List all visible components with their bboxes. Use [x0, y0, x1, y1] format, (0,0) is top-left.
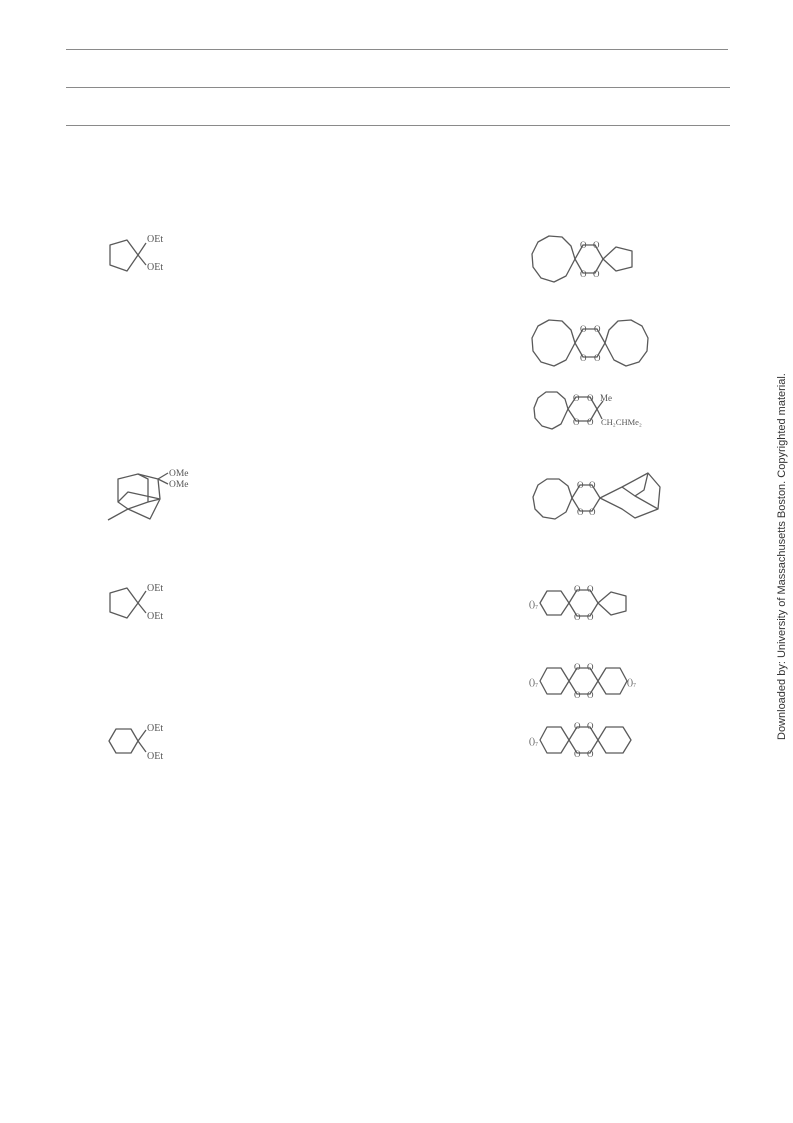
oxygen-label: O: [587, 584, 594, 594]
reactant-structure-row4: OMe OMe: [104, 463, 196, 523]
reactant-label-oet-2: OEt: [147, 262, 163, 273]
oxygen-label: O: [574, 584, 581, 594]
ring-size-label: ()₇: [529, 736, 538, 746]
reactant-structure-row5: OEt OEt: [100, 578, 170, 628]
methoxy-label: OMe: [169, 480, 189, 490]
oxygen-label: O: [580, 324, 587, 334]
reactant-label-oet-2: OEt: [147, 751, 163, 762]
isobutyl-label: CH₂CHMe₂: [601, 417, 642, 427]
oxygen-label: O: [577, 507, 584, 517]
oxygen-label: O: [587, 612, 594, 622]
oxygen-label: O: [587, 662, 594, 672]
product-structure-row4: O O O O: [528, 463, 670, 523]
product-structure-row1: O O O O: [528, 228, 640, 284]
oxygen-label: O: [589, 507, 596, 517]
methoxy-label: OMe: [169, 469, 189, 479]
oxygen-label: O: [589, 480, 596, 490]
oxygen-label: O: [580, 353, 587, 363]
methyl-label: Me: [600, 393, 612, 403]
oxygen-label: O: [593, 240, 600, 250]
oxygen-label: O: [577, 480, 584, 490]
oxygen-label: O: [580, 269, 587, 279]
ring-size-label: ()₇: [627, 677, 636, 687]
oxygen-label: O: [573, 417, 580, 427]
reactant-structure-row1: OEt OEt: [100, 228, 170, 278]
oxygen-label: O: [573, 393, 580, 403]
oxygen-label: O: [574, 690, 581, 700]
oxygen-label: O: [594, 353, 601, 363]
oxygen-label: O: [574, 612, 581, 622]
table-header-rule: [66, 87, 730, 88]
table-top-rule: [66, 49, 728, 50]
ring-size-label: ()₇: [529, 677, 538, 687]
product-structure-row7: ()₇ O O O O: [526, 718, 638, 764]
reactant-label-oet-1: OEt: [147, 723, 163, 734]
oxygen-label: O: [587, 749, 594, 759]
reactant-structure-row7: OEt OEt: [104, 718, 170, 764]
reactant-label-oet-2: OEt: [147, 611, 163, 622]
oxygen-label: O: [587, 721, 594, 731]
oxygen-label: O: [574, 749, 581, 759]
ring-size-label: ()₇: [529, 599, 538, 609]
oxygen-label: O: [593, 269, 600, 279]
product-structure-row3: O O O O Me CH₂CHMe₂: [528, 390, 653, 436]
product-structure-row2: O O O O: [528, 316, 652, 372]
oxygen-label: O: [574, 721, 581, 731]
oxygen-label: O: [594, 324, 601, 334]
table-header-bottom-rule: [66, 125, 730, 126]
reactant-label-oet-1: OEt: [147, 583, 163, 594]
product-structure-row6: ()₇ ()₇ O O O O: [526, 658, 644, 704]
reactant-label-oet-1: OEt: [147, 234, 163, 245]
oxygen-label: O: [574, 662, 581, 672]
oxygen-label: O: [587, 417, 594, 427]
product-structure-row5: ()₇ O O O O: [526, 580, 636, 626]
oxygen-label: O: [580, 240, 587, 250]
download-notice: Downloaded by: University of Massachuset…: [776, 373, 788, 740]
oxygen-label: O: [587, 690, 594, 700]
oxygen-label: O: [587, 393, 594, 403]
